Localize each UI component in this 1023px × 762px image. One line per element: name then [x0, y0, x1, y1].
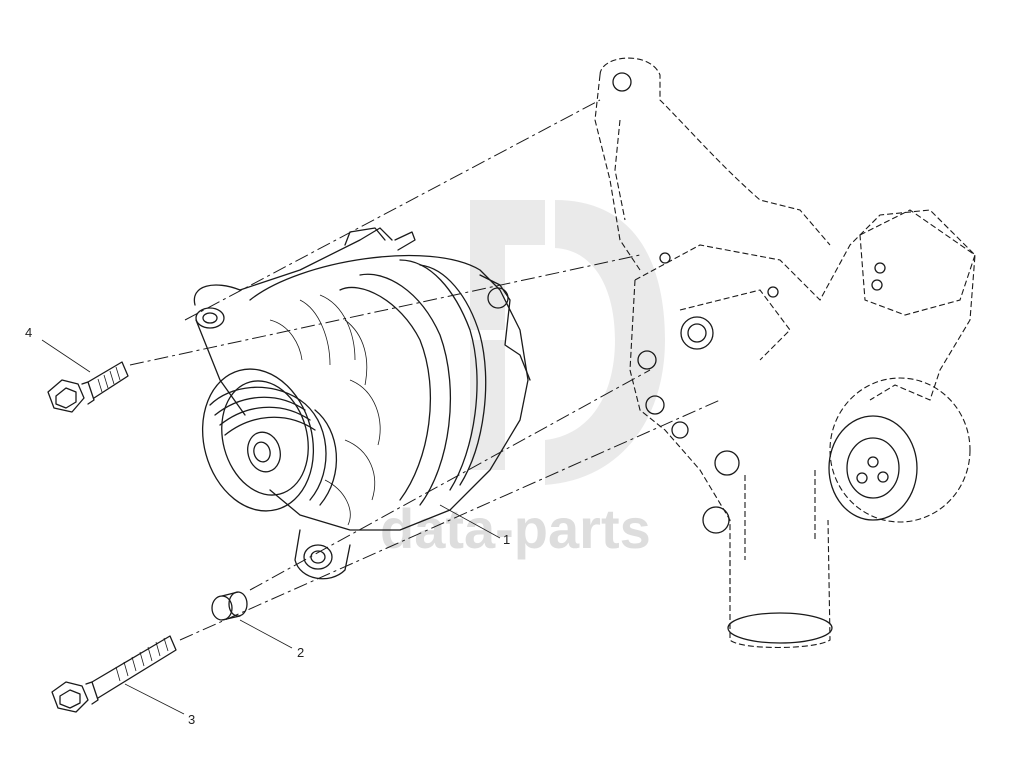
- callout-2: 2: [297, 645, 304, 660]
- callout-1: 1: [503, 532, 510, 547]
- watermark-text: data-parts: [380, 497, 651, 560]
- leader-lines: [41, 339, 501, 715]
- assembly-center-lines: [129, 99, 721, 641]
- alternator: [193, 227, 531, 580]
- callout-4: 4: [25, 325, 32, 340]
- bolt-long: [51, 635, 177, 713]
- bolt-short: [47, 361, 129, 413]
- watermark-logo: [470, 200, 665, 485]
- callout-3: 3: [188, 712, 195, 727]
- engine-bracket-housing: [594, 57, 976, 648]
- spacer-bush: [211, 591, 248, 621]
